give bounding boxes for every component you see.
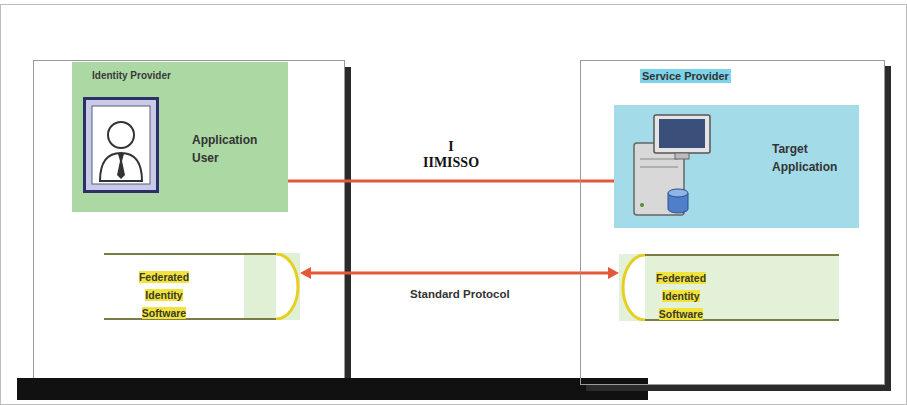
panel-shadow [345, 67, 351, 387]
user-icon [83, 97, 159, 193]
identity-provider-panel [34, 61, 345, 383]
arrow-head [300, 267, 311, 279]
text-slot: Federated Identity Software [132, 267, 196, 321]
connector [309, 272, 610, 275]
monitor-stand [675, 153, 689, 159]
fis-tint [244, 253, 300, 320]
federated-software-box: Federated Identity Software [104, 253, 300, 326]
box-label: Target Application [772, 142, 837, 174]
text-slot: Identity Provider [92, 65, 171, 83]
fis-art [619, 254, 839, 321]
box-label: Application User [192, 133, 257, 165]
software-label: Federated Identity Software [139, 271, 189, 319]
server-icon [620, 109, 720, 221]
text-slot: Federated Identity Software [649, 268, 713, 322]
server-slot [640, 167, 678, 168]
identity-provider-box: Identity ProviderApplication User [72, 62, 288, 212]
fis-rule [104, 318, 276, 320]
fis-rule [104, 253, 276, 255]
arrow-head [608, 267, 619, 279]
fis-rule [645, 254, 839, 256]
server-slot [640, 159, 678, 160]
target-application-box: Target Application [614, 105, 859, 228]
panel-heading: Service Provider [640, 69, 731, 83]
fis-tint [619, 254, 839, 321]
black-bar [17, 378, 648, 400]
monitor [654, 115, 710, 153]
connector-label: Standard Protocol [408, 287, 512, 301]
icon-frame [85, 99, 158, 192]
service-provider-panel: Service Provider Target Application Fede… [580, 60, 885, 385]
icon-panel [92, 106, 150, 184]
software-label: Federated Identity Software [656, 272, 706, 320]
monitor-screen [659, 119, 705, 148]
fis-arc [623, 255, 645, 320]
box-heading: Identity Provider [92, 70, 171, 81]
user-tie [117, 154, 125, 179]
federated-software-box: Federated Identity Software [619, 254, 839, 327]
connector-label: I IIMISSO [421, 139, 481, 171]
user-body [100, 153, 142, 181]
user-head [108, 122, 134, 148]
outer-frame [1, 5, 907, 405]
connector [288, 180, 614, 183]
fis-arc [276, 254, 298, 319]
fis-art [104, 253, 300, 320]
text-slot: Service Provider [640, 66, 731, 84]
text-slot: Application User [192, 130, 266, 166]
text-slot: Target Application [772, 139, 854, 175]
database-top [668, 189, 688, 197]
server-led [640, 203, 644, 207]
